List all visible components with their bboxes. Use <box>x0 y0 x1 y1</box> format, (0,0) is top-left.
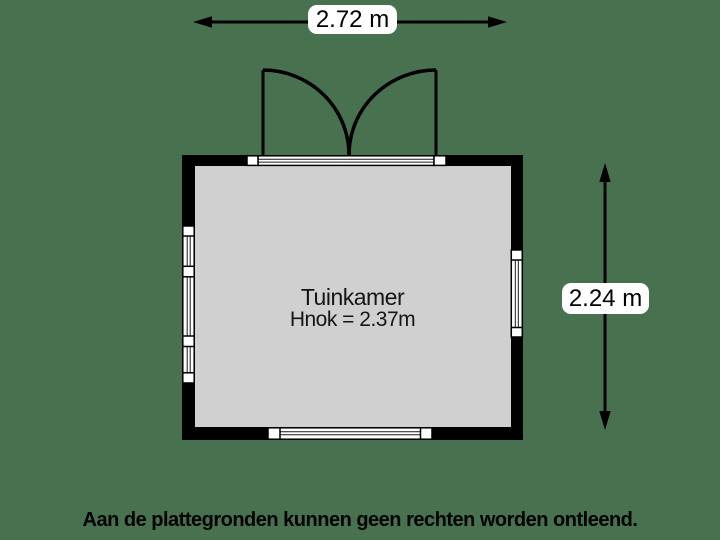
door-arc-left <box>262 68 351 156</box>
height-dimension-label: 2.24 m <box>562 283 649 314</box>
arrow-head-up-icon <box>599 163 611 182</box>
arrow-head-down-icon <box>599 411 611 430</box>
double-door-swing <box>261 68 438 156</box>
bottom-frame-cap-left <box>267 427 281 440</box>
arrow-head-left-icon <box>193 16 212 28</box>
door-arc-right <box>347 68 437 156</box>
disclaimer-text: Aan de plattegronden kunnen geen rechten… <box>82 509 638 531</box>
bottom-frame-cap-right <box>419 427 433 440</box>
top-frame-cap-left <box>246 155 259 167</box>
left-frame-cap-top <box>182 225 195 237</box>
left-frame-mullion-upper <box>182 265 195 278</box>
bottom-glazing <box>267 427 433 440</box>
width-dimension-label: 2.72 m <box>308 5 397 34</box>
right-window <box>510 249 524 338</box>
top-glazing <box>257 155 435 167</box>
left-frame-mullion-lower <box>182 335 195 348</box>
top-door-window <box>246 155 447 167</box>
room-walls <box>182 155 523 440</box>
right-frame-cap-top <box>510 249 524 261</box>
top-frame-cap-right <box>433 155 447 167</box>
left-frame-cap-bottom <box>182 372 195 384</box>
room-label-block: Tuinkamer Hnok = 2.37m <box>182 285 523 331</box>
room-ridge-height: Hnok = 2.37m <box>289 308 416 331</box>
room-name: Tuinkamer <box>300 284 405 310</box>
left-window <box>182 225 195 384</box>
right-frame-cap-bottom <box>510 326 524 338</box>
room-floor <box>195 166 511 427</box>
bottom-window <box>267 427 433 440</box>
arrow-head-right-icon <box>488 16 507 28</box>
